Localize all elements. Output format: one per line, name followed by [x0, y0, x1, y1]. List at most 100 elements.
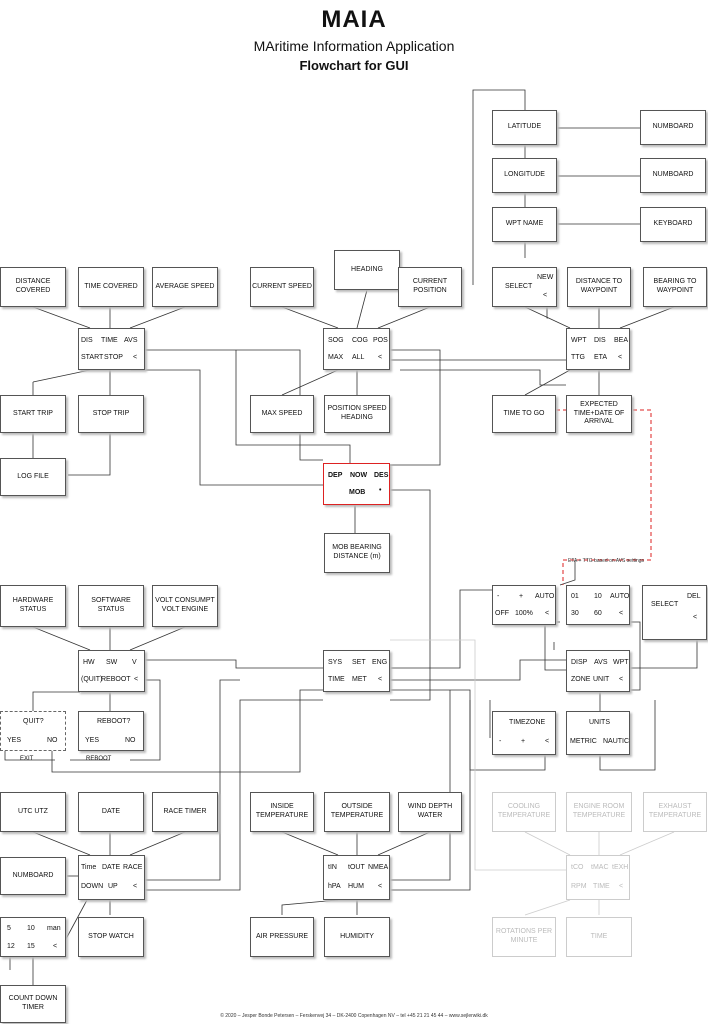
numboard-longitude-box[interactable]: NUMBOARD — [640, 158, 706, 193]
avs-item[interactable]: AVS — [124, 337, 138, 344]
auto-item[interactable]: AUTO — [535, 593, 555, 600]
up-item[interactable]: UP — [108, 883, 118, 890]
back-item[interactable]: < — [619, 676, 624, 683]
timezone-menu[interactable]: TIMEZONE - + < — [492, 711, 556, 755]
back-item[interactable]: < — [53, 943, 58, 950]
manual-item[interactable]: man — [47, 925, 61, 932]
wpt-item[interactable]: WPT — [613, 659, 629, 666]
time-menu[interactable]: Time DATE RACE DOWN UP < — [78, 855, 145, 900]
bea-item[interactable]: BEA — [614, 337, 629, 344]
back-item[interactable]: < — [545, 738, 550, 745]
reboot-item[interactable]: REBOOT — [101, 676, 131, 683]
reboot-dialog[interactable]: REBOOT? YES NO — [78, 711, 144, 751]
time-item[interactable]: TIME — [328, 676, 345, 683]
select-item[interactable]: SELECT — [651, 601, 679, 608]
zoom-30-item[interactable]: 30 — [571, 610, 579, 617]
keyboard-box[interactable]: KEYBOARD — [640, 207, 706, 242]
percent-item[interactable]: 100% — [515, 610, 533, 617]
rpm-item[interactable]: RPM — [571, 883, 587, 890]
back-item[interactable]: < — [693, 614, 698, 621]
del-item[interactable]: DEL — [687, 593, 701, 600]
disp-item[interactable]: DISP — [571, 659, 588, 666]
auto-item[interactable]: AUTO — [610, 593, 630, 600]
select-new-menu[interactable]: SELECT NEW < — [492, 267, 557, 307]
select-item[interactable]: SELECT — [505, 283, 533, 290]
met-item[interactable]: MET — [352, 676, 367, 683]
eng-item[interactable]: ENG — [372, 659, 388, 666]
start-item[interactable]: START — [81, 354, 104, 361]
time-item[interactable]: Time — [81, 864, 97, 871]
zoom-10-item[interactable]: 10 — [594, 593, 602, 600]
yes-item[interactable]: YES — [85, 737, 100, 744]
back-item[interactable]: < — [134, 676, 139, 683]
display-menu[interactable]: DISP AVS WPT ZONE UNIT < — [566, 650, 630, 692]
unit-item[interactable]: UNIT — [593, 676, 610, 683]
cog-item[interactable]: COG — [352, 337, 368, 344]
plus-item[interactable]: + — [519, 593, 524, 600]
back-item[interactable]: < — [378, 354, 383, 361]
countdown-menu[interactable]: 5 10 man 12 15 < — [0, 917, 66, 957]
select-del-menu[interactable]: SELECT DEL < — [642, 585, 707, 640]
latitude-box[interactable]: LATITUDE — [492, 110, 557, 145]
eta-item[interactable]: ETA — [594, 354, 608, 361]
plus-item[interactable]: + — [521, 738, 526, 745]
dot-item[interactable]: • — [379, 487, 382, 494]
v-item[interactable]: V — [132, 659, 137, 666]
numboard-race-box[interactable]: NUMBOARD — [0, 857, 66, 895]
dis-item[interactable]: DIS — [594, 337, 606, 344]
back-item[interactable]: < — [133, 354, 138, 361]
sw-item[interactable]: SW — [106, 659, 118, 666]
pos-item[interactable]: POS — [373, 337, 388, 344]
brightness-menu[interactable]: - + AUTO OFF 100% < — [492, 585, 556, 625]
zoom-menu[interactable]: 01 10 AUTO 30 60 < — [566, 585, 630, 625]
no-item[interactable]: NO — [47, 737, 58, 744]
hardware-menu[interactable]: HW SW V (QUIT) REBOOT < — [78, 650, 145, 692]
count-10-item[interactable]: 10 — [27, 925, 35, 932]
quit-dialog[interactable]: QUIT? YES NO — [0, 711, 66, 751]
hw-item[interactable]: HW — [83, 659, 95, 666]
stop-item[interactable]: STOP — [104, 354, 123, 361]
set-item[interactable]: SET — [352, 659, 366, 666]
count-12-item[interactable]: 12 — [7, 943, 15, 950]
down-item[interactable]: DOWN — [81, 883, 104, 890]
speed-menu[interactable]: SOG COG POS MAX ALL < — [323, 328, 390, 370]
waypoint-name-box[interactable]: WPT NAME — [492, 207, 557, 242]
back-item[interactable]: < — [618, 354, 623, 361]
minus-item[interactable]: - — [497, 593, 500, 600]
zoom-60-item[interactable]: 60 — [594, 610, 602, 617]
minus-item[interactable]: - — [499, 738, 502, 745]
quit-item[interactable]: (QUIT) — [81, 676, 103, 683]
dis-item[interactable]: DIS — [81, 337, 93, 344]
texh-item[interactable]: tEXH — [612, 864, 629, 871]
numboard-latitude-box[interactable]: NUMBOARD — [640, 110, 706, 145]
system-menu[interactable]: SYS SET ENG TIME MET < — [323, 650, 390, 692]
main-menu[interactable]: DEP NOW DES MOB • — [323, 463, 390, 505]
all-item[interactable]: ALL — [352, 354, 365, 361]
no-item[interactable]: NO — [125, 737, 136, 744]
wpt-item[interactable]: WPT — [571, 337, 587, 344]
count-5-item[interactable]: 5 — [7, 925, 11, 932]
yes-item[interactable]: YES — [7, 737, 22, 744]
back-item[interactable]: < — [619, 883, 624, 890]
tco-item[interactable]: tCO — [571, 864, 584, 871]
dep-item[interactable]: DEP — [328, 472, 343, 479]
race-item[interactable]: RACE — [123, 864, 143, 871]
hum-item[interactable]: HUM — [348, 883, 364, 890]
avs-item[interactable]: AVS — [594, 659, 608, 666]
meteorology-menu[interactable]: tIN tOUT NMEA hPA HUM < — [323, 855, 390, 900]
tout-item[interactable]: tOUT — [348, 864, 365, 871]
mob-item[interactable]: MOB — [349, 489, 366, 496]
back-item[interactable]: < — [543, 292, 548, 299]
des-item[interactable]: DES — [374, 472, 389, 479]
stop-trip-box[interactable]: STOP TRIP — [78, 395, 144, 433]
max-item[interactable]: MAX — [328, 354, 344, 361]
start-trip-box[interactable]: START TRIP — [0, 395, 66, 433]
new-item[interactable]: NEW — [537, 274, 554, 281]
zone-item[interactable]: ZONE — [571, 676, 591, 683]
zoom-01-item[interactable]: 01 — [571, 593, 579, 600]
longitude-box[interactable]: LONGITUDE — [492, 158, 557, 193]
now-item[interactable]: NOW — [350, 472, 368, 479]
nmea-item[interactable]: NMEA — [368, 864, 389, 871]
back-item[interactable]: < — [378, 883, 383, 890]
waypoint-menu[interactable]: WPT DIS BEA TTG ETA < — [566, 328, 630, 370]
